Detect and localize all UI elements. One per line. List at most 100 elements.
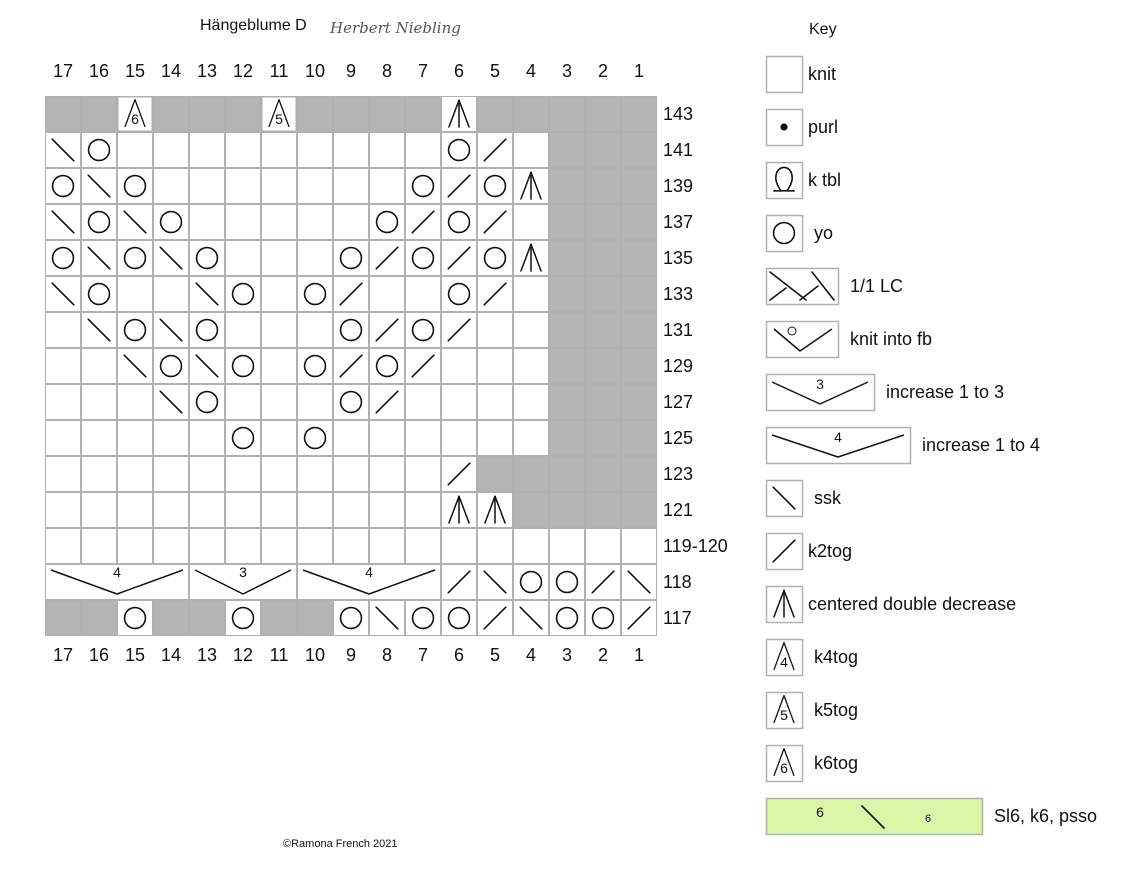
chart-cell	[405, 96, 441, 132]
cell-border	[405, 96, 441, 132]
chart-cell	[405, 132, 441, 168]
cell-border	[153, 204, 189, 240]
key-yo-glyph	[772, 221, 796, 245]
k2tog-symbol	[447, 246, 471, 270]
column-number-top: 5	[489, 61, 500, 81]
cell-border	[261, 600, 297, 636]
key-sl6-left-number: 6	[816, 804, 824, 820]
chart-cell	[513, 528, 549, 564]
ssk-symbol	[159, 390, 183, 414]
cell-border	[117, 204, 153, 240]
key-label-k4tog: k4tog	[814, 647, 859, 667]
chart-cell	[297, 384, 333, 420]
cell-border	[81, 600, 117, 636]
chart-cell	[225, 204, 261, 240]
chart-cell	[621, 348, 657, 384]
cell-border	[549, 276, 585, 312]
cell-border	[261, 312, 297, 348]
cell-border	[225, 312, 261, 348]
chart-cell	[513, 276, 549, 312]
cell-border	[585, 564, 621, 600]
cell-border	[297, 276, 333, 312]
key-symbol-purl	[765, 108, 804, 147]
chart-cell	[261, 348, 297, 384]
ssk-symbol	[627, 570, 651, 594]
cell-border	[585, 276, 621, 312]
k2tog-symbol	[627, 606, 651, 630]
chart-cell	[513, 492, 549, 528]
chart-cell	[81, 132, 117, 168]
cell-border	[585, 492, 621, 528]
cell-border	[117, 384, 153, 420]
cell-border	[585, 312, 621, 348]
cell-border	[297, 204, 333, 240]
cell-border	[477, 348, 513, 384]
key-label-ktbl: k tbl	[808, 170, 842, 190]
cell-border	[621, 384, 657, 420]
cell-border	[225, 456, 261, 492]
key-label-inc3: increase 1 to 3	[886, 382, 1005, 402]
key-label-sl6: Sl6, k6, psso	[994, 806, 1098, 826]
row-number: 141	[663, 140, 694, 160]
cell-border	[369, 420, 405, 456]
cell-border	[189, 384, 225, 420]
cell-border	[189, 168, 225, 204]
chart-cell	[45, 240, 81, 276]
cell-border	[369, 492, 405, 528]
increase-span-symbol: 3	[194, 564, 292, 595]
ssk-symbol	[159, 318, 183, 342]
cell-border	[333, 168, 369, 204]
designer-name: Herbert Niebling	[330, 19, 461, 37]
chart-cell	[333, 600, 369, 636]
chart-cell	[225, 96, 261, 132]
cell-border	[513, 456, 549, 492]
k2tog-symbol	[447, 570, 471, 594]
yo-symbol	[447, 210, 471, 234]
chart-cell	[549, 528, 585, 564]
cell-border	[153, 96, 189, 132]
chart-cell	[549, 600, 585, 636]
cdd-symbol	[484, 495, 506, 524]
cell-border	[189, 348, 225, 384]
chart-cell	[261, 204, 297, 240]
chart-cell	[153, 600, 189, 636]
chart-cell	[117, 528, 153, 564]
chart-cell	[477, 420, 513, 456]
column-number-top: 9	[345, 61, 356, 81]
chart-cell	[369, 96, 405, 132]
cell-border	[405, 492, 441, 528]
cell-border	[153, 168, 189, 204]
cell-border	[621, 132, 657, 168]
row-number: 131	[663, 320, 694, 340]
chart-cell	[45, 528, 81, 564]
cell-border	[333, 204, 369, 240]
key-label-yo: yo	[814, 223, 834, 243]
cell-border	[477, 96, 513, 132]
chart-cell	[441, 384, 477, 420]
cell-border	[45, 132, 81, 168]
cell-border	[369, 312, 405, 348]
cell-border	[117, 420, 153, 456]
cell-border	[261, 204, 297, 240]
yo-symbol	[123, 246, 147, 270]
row-number: 135	[663, 248, 694, 268]
chart-cell	[297, 240, 333, 276]
chart-cell	[297, 168, 333, 204]
chart-cell	[333, 204, 369, 240]
cell-border	[225, 132, 261, 168]
cell-border	[153, 348, 189, 384]
cell-border	[549, 240, 585, 276]
chart-cell	[369, 276, 405, 312]
yo-symbol	[591, 606, 615, 630]
chart-cell	[225, 600, 261, 636]
chart-cell	[81, 204, 117, 240]
chart-cell	[477, 168, 513, 204]
key-k6tog-glyph: 6	[773, 747, 795, 777]
cell-border	[369, 204, 405, 240]
chart-cell	[585, 276, 621, 312]
chart-cell	[117, 384, 153, 420]
column-number-top: 4	[525, 61, 536, 81]
cell-border	[81, 528, 117, 564]
cell-border	[477, 168, 513, 204]
svg-text:5: 5	[780, 707, 788, 723]
